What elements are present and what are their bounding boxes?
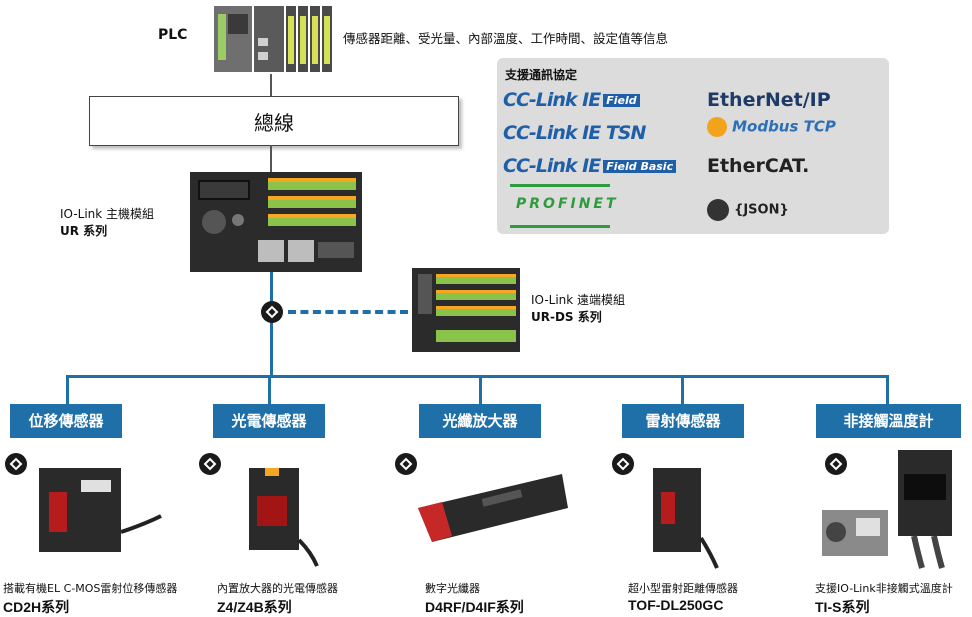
io-link-master-device bbox=[190, 172, 362, 272]
protocol-json: {JSON} bbox=[707, 199, 789, 221]
bus-box: 總線 bbox=[89, 96, 459, 146]
protocol-ethercat: EtherCAT. bbox=[707, 155, 810, 177]
branch-line-5 bbox=[886, 375, 889, 405]
product-desc-1: 搭載有機EL C-MOS雷射位移傳感器 bbox=[3, 582, 178, 595]
product-model-4: TOF-DL250GC bbox=[628, 597, 724, 613]
branch-line-3 bbox=[479, 375, 482, 405]
remote-dashed-line bbox=[288, 310, 408, 314]
category-displacement-sensor: 位移傳感器 bbox=[10, 404, 122, 438]
io-link-icon bbox=[199, 453, 221, 475]
master-label-line2: UR 系列 bbox=[60, 224, 108, 238]
io-link-icon bbox=[5, 453, 27, 475]
product-image-d4rf bbox=[418, 474, 568, 542]
master-trunk-line bbox=[270, 272, 273, 376]
master-label: IO-Link 主機模組 UR 系列 bbox=[60, 205, 180, 239]
io-link-icon bbox=[825, 453, 847, 475]
bus-label: 總線 bbox=[254, 111, 294, 135]
remote-label-line1: IO-Link 遠端模組 bbox=[531, 293, 626, 307]
product-model-1: CD2H系列 bbox=[3, 599, 70, 615]
plc-label: PLC bbox=[158, 27, 188, 43]
product-image-ti-s bbox=[822, 450, 952, 569]
protocol-ethernet-ip: EtherNet/IP bbox=[707, 89, 831, 111]
modbus-gear-icon bbox=[707, 116, 727, 137]
category-laser-sensor: 雷射傳感器 bbox=[622, 404, 744, 438]
product-desc-5: 支援IO-Link非接觸式溫度計 bbox=[815, 582, 953, 595]
category-non-contact-thermometer: 非接觸溫度計 bbox=[816, 404, 961, 438]
plc-info-text: 傳感器距離、受光量、內部溫度、工作時間、設定值等信息 bbox=[343, 31, 669, 46]
plc-device bbox=[214, 6, 332, 72]
category-photoelectric-sensor: 光電傳感器 bbox=[213, 404, 325, 438]
protocol-modbus-tcp: Modbus TCP bbox=[707, 116, 836, 137]
sensor-trunk-line bbox=[66, 375, 888, 378]
remote-label: IO-Link 遠端模組 UR-DS 系列 bbox=[531, 291, 625, 325]
protocol-panel-title: 支援通訊協定 bbox=[505, 68, 578, 82]
json-logo-icon bbox=[707, 199, 729, 221]
io-link-icon bbox=[395, 453, 417, 475]
master-label-line1: IO-Link 主機模組 bbox=[60, 207, 155, 221]
protocol-main: CC-Link IE TSN bbox=[503, 122, 646, 144]
branch-line-4 bbox=[681, 375, 684, 405]
branch-line-1 bbox=[66, 375, 69, 405]
protocol-tag: Field Basic bbox=[603, 160, 677, 173]
protocol-main: CC-Link IE bbox=[503, 89, 601, 111]
remote-label-line2: UR-DS 系列 bbox=[531, 310, 602, 324]
branch-line-2 bbox=[268, 375, 271, 405]
protocol-main: CC-Link IE bbox=[503, 155, 601, 177]
bus-master-connector bbox=[270, 145, 272, 173]
plc-bus-connector bbox=[270, 74, 272, 96]
product-desc-4: 超小型雷射距離傳感器 bbox=[628, 582, 738, 595]
product-desc-2: 內置放大器的光電傳感器 bbox=[217, 582, 338, 595]
product-image-z4 bbox=[249, 468, 319, 567]
product-model-5: TI-S系列 bbox=[815, 599, 870, 615]
io-link-remote-device bbox=[412, 268, 520, 352]
protocol-panel bbox=[497, 58, 889, 234]
product-image-cd2h bbox=[39, 468, 162, 552]
io-link-icon bbox=[261, 301, 283, 323]
protocol-cc-link-ie-tsn: CC-Link IE TSN bbox=[503, 122, 646, 144]
protocol-profinet-logo: PROFINET bbox=[510, 184, 616, 228]
protocol-tag: Field bbox=[603, 94, 640, 107]
product-desc-3: 數字光纖器 bbox=[425, 582, 480, 595]
category-fiber-amplifier: 光纖放大器 bbox=[419, 404, 541, 438]
product-image-tof-dl250gc bbox=[653, 468, 719, 569]
product-model-3: D4RF/D4IF系列 bbox=[425, 599, 524, 615]
product-model-2: Z4/Z4B系列 bbox=[217, 599, 292, 615]
protocol-profinet-text: PROFINET bbox=[516, 196, 619, 212]
io-link-icon bbox=[612, 453, 634, 475]
